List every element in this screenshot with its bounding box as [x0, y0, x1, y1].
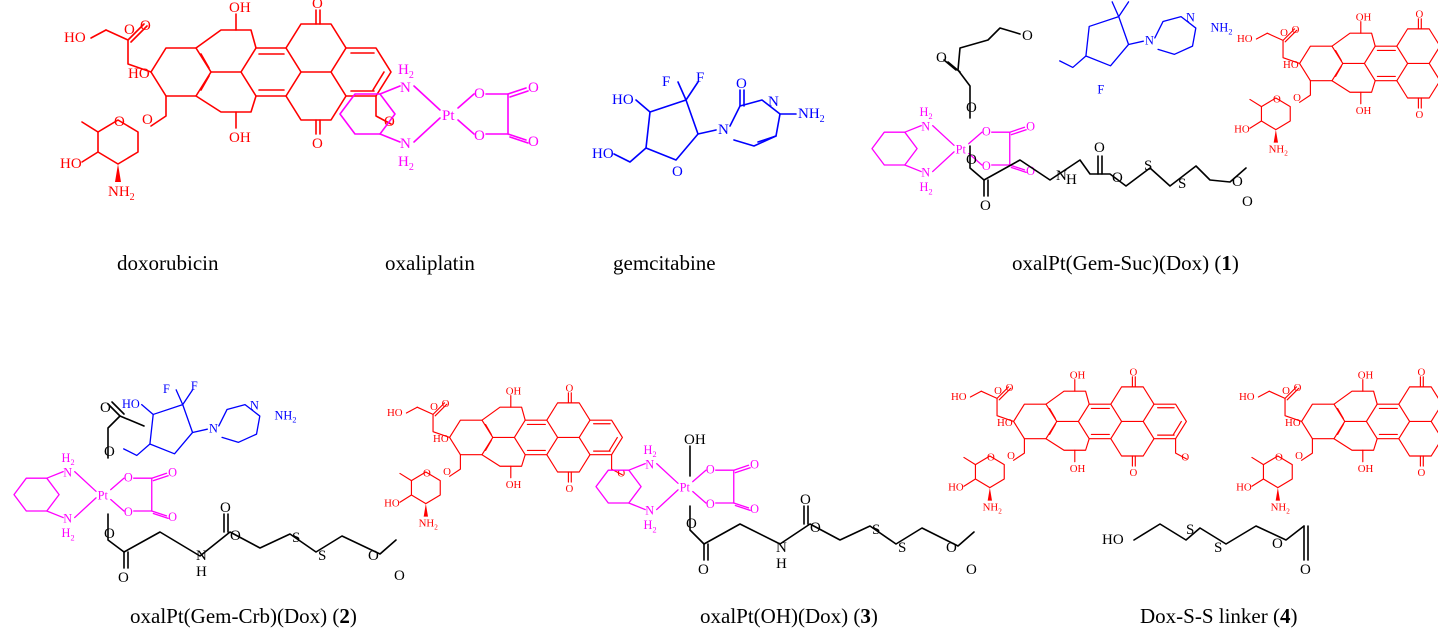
svg-text:O: O	[936, 50, 947, 66]
svg-text:F: F	[662, 74, 670, 90]
svg-text:HO: HO	[592, 146, 614, 162]
svg-text:NH2: NH2	[798, 106, 825, 125]
svg-text:F: F	[191, 379, 198, 393]
svg-text:S: S	[1186, 522, 1194, 538]
svg-text:O: O	[104, 526, 115, 542]
svg-text:O: O	[394, 568, 405, 584]
caption-compound-1: oxalPt(Gem-Suc)(Dox) (1)	[1012, 251, 1239, 275]
svg-text:S: S	[1144, 158, 1152, 174]
svg-text:F: F	[696, 70, 704, 86]
svg-text:H: H	[1066, 172, 1077, 188]
svg-text:O: O	[104, 444, 115, 460]
svg-text:O: O	[118, 570, 129, 586]
svg-text:S: S	[292, 530, 300, 546]
oxaliplatin-structure	[339, 61, 540, 174]
svg-text:F: F	[1097, 83, 1104, 97]
svg-text:S: S	[872, 522, 880, 538]
svg-text:O: O	[810, 520, 821, 536]
svg-text:S: S	[318, 548, 326, 564]
svg-text:O: O	[800, 492, 811, 508]
gemcitabine-structure: F F HO HO O N O N NH2	[592, 70, 825, 180]
compound-2-structure: O O O O N H O O S S O O F F HO N N NH2	[13, 379, 626, 586]
svg-text:O: O	[736, 76, 747, 92]
svg-text:O: O	[966, 100, 977, 116]
svg-text:S: S	[1214, 540, 1222, 556]
svg-text:O: O	[1242, 194, 1253, 210]
svg-text:H: H	[776, 556, 787, 572]
svg-text:N: N	[1145, 33, 1154, 47]
svg-text:HO: HO	[612, 92, 634, 108]
svg-text:O: O	[1300, 562, 1311, 578]
svg-text:O: O	[686, 516, 697, 532]
caption-compound-2: oxalPt(Gem-Crb)(Dox) (2)	[130, 604, 357, 628]
svg-text:N: N	[1056, 168, 1067, 184]
svg-text:NH2: NH2	[1211, 20, 1233, 36]
caption-oxaliplatin: oxaliplatin	[385, 251, 475, 275]
doxorubicin-structure	[59, 0, 396, 204]
svg-text:O: O	[1022, 28, 1033, 44]
svg-text:O: O	[672, 164, 683, 180]
svg-text:O: O	[946, 540, 957, 556]
svg-text:O: O	[980, 198, 991, 214]
svg-text:O: O	[1232, 174, 1243, 190]
svg-text:S: S	[898, 540, 906, 556]
compound-1-structure: O O O O O H N O O S S O O F N N NH2	[871, 1, 1438, 214]
svg-text:H: H	[196, 564, 207, 580]
svg-text:F: F	[163, 382, 170, 396]
svg-text:O: O	[1112, 170, 1123, 186]
svg-text:O: O	[1094, 140, 1105, 156]
svg-text:S: S	[1178, 176, 1186, 192]
svg-text:N: N	[196, 548, 207, 564]
svg-text:N: N	[1186, 11, 1195, 25]
svg-text:N: N	[209, 421, 218, 435]
svg-text:N: N	[768, 94, 779, 110]
compound-3-structure: OH O O N H O O S S O O	[595, 365, 1190, 578]
svg-text:O: O	[1272, 536, 1283, 552]
svg-text:O: O	[698, 562, 709, 578]
svg-text:NH2: NH2	[275, 408, 297, 424]
compound-4-structure: HO S S O O	[1102, 365, 1438, 578]
caption-compound-3: oxalPt(OH)(Dox) (3)	[700, 604, 878, 628]
caption-doxorubicin: doxorubicin	[117, 251, 219, 275]
caption-compound-4: Dox-S-S linker (4)	[1140, 604, 1298, 628]
svg-text:O: O	[230, 528, 241, 544]
svg-text:N: N	[718, 122, 729, 138]
svg-text:N: N	[776, 540, 787, 556]
svg-text:O: O	[966, 152, 977, 168]
svg-text:O: O	[368, 548, 379, 564]
svg-text:O: O	[100, 400, 111, 416]
svg-text:OH: OH	[684, 432, 706, 448]
svg-text:HO: HO	[122, 397, 140, 411]
svg-text:O: O	[220, 500, 231, 516]
svg-text:HO: HO	[1102, 532, 1124, 548]
svg-text:N: N	[250, 399, 259, 413]
caption-gemcitabine: gemcitabine	[613, 251, 716, 275]
svg-text:O: O	[966, 562, 977, 578]
